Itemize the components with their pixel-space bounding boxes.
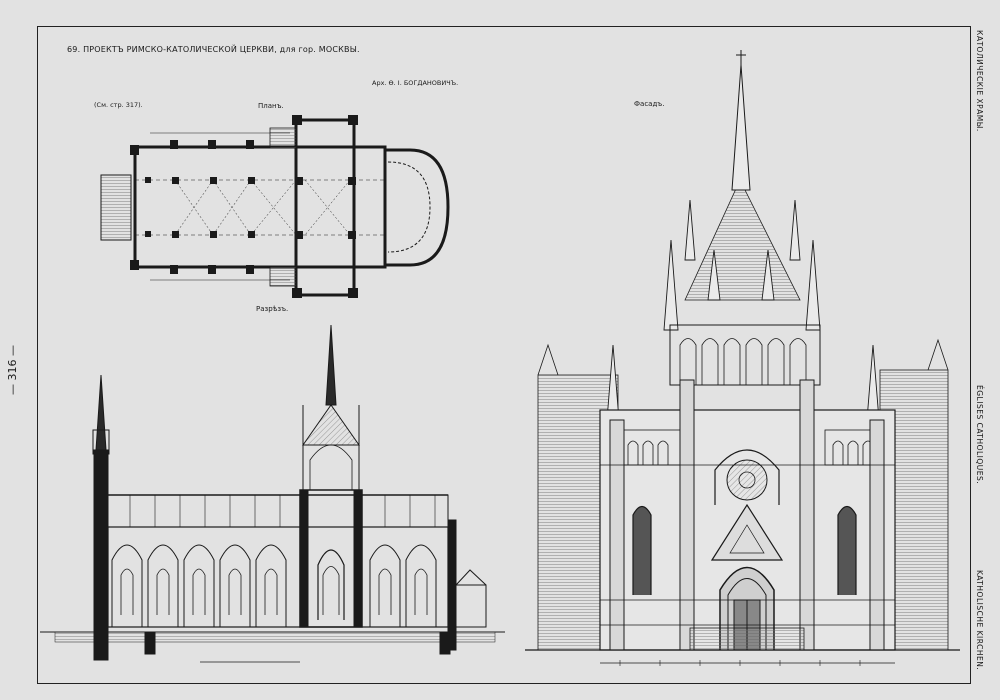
cross-section — [40, 324, 505, 663]
sheet-title: 69. ПРОЕКТЪ РИМСКО-КАТОЛИЧЕСКОЙ ЦЕРКВИ, … — [67, 45, 360, 54]
architect-credit: Арх. Ѳ. І. БОГДАНОВИЧЪ. — [372, 79, 459, 87]
margin-text-de: KATHOLISCHE KIRCHEN. — [975, 570, 984, 671]
plan-columns — [145, 177, 356, 239]
facade-caption: Фасадъ. — [634, 100, 665, 108]
section-caption: Разрѣзъ. — [256, 305, 289, 313]
floor-plan — [100, 115, 450, 298]
margin-text-ru: КАТОЛИЧЕСКІЕ ХРАМЫ. — [975, 30, 984, 132]
margin-text-fr: ÉGLISES CATHOLIQUES. — [975, 385, 984, 485]
page-reference: (См. стр. 317). — [94, 101, 143, 109]
plan-caption: Планъ. — [258, 102, 284, 110]
border-frame — [37, 26, 971, 684]
front-facade — [525, 50, 960, 666]
